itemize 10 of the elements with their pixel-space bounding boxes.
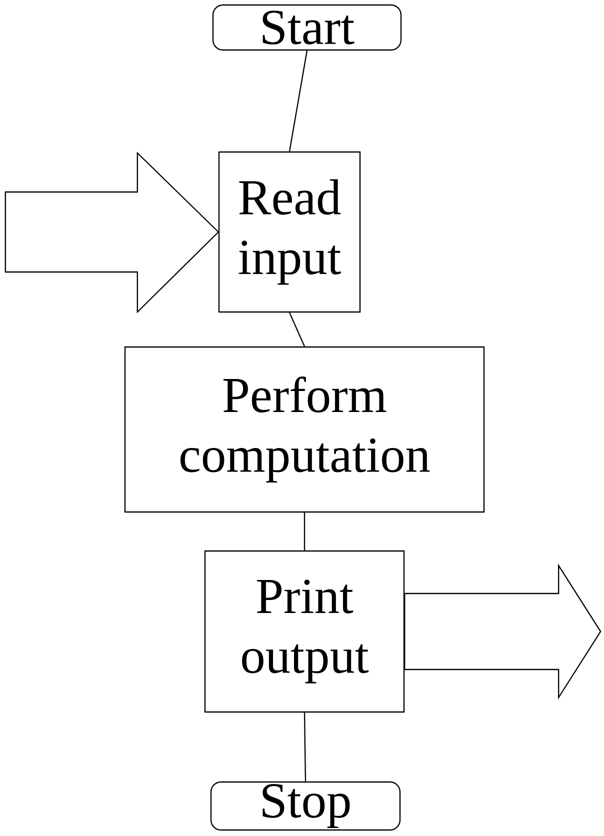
process-box: Perform computation [124, 346, 485, 513]
process-box: Print output [204, 550, 405, 713]
block-arrow [404, 564, 602, 700]
connector-line [288, 50, 308, 152]
connector-line [288, 312, 306, 347]
connector-line [304, 712, 306, 782]
terminal-box: Start [212, 4, 402, 51]
connector-line [304, 512, 306, 550]
process-box: Read input [218, 151, 361, 313]
terminal-box: Stop [210, 781, 401, 831]
